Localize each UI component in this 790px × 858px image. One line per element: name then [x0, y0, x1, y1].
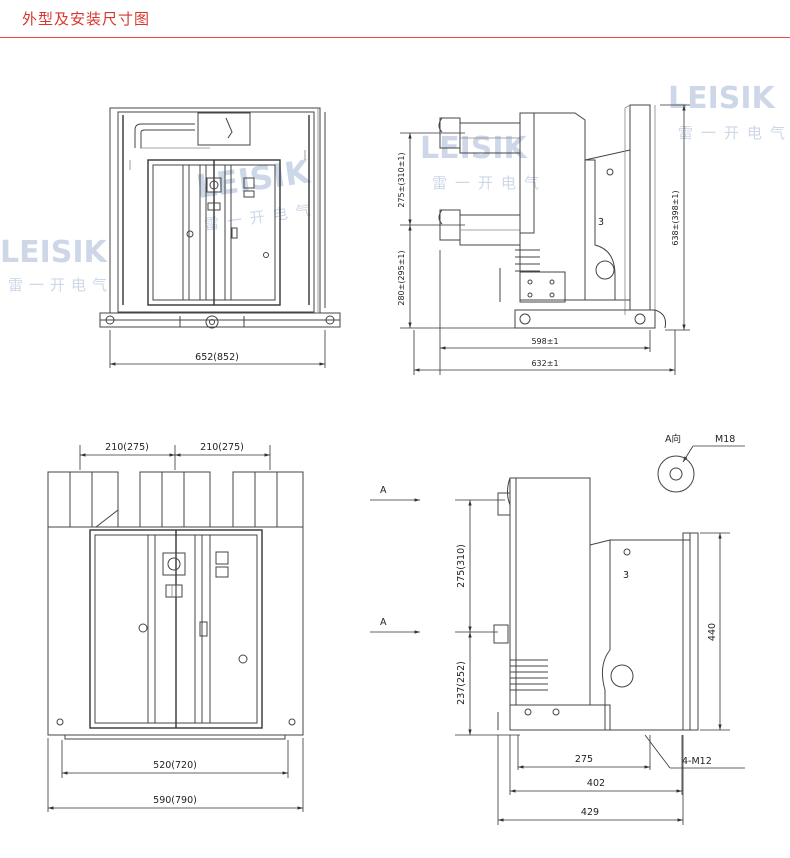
- side-bottom-depth-inner-label: 402: [587, 778, 605, 789]
- side-top-upper-label: 275±(310±1): [397, 152, 406, 207]
- watermark-chinese-center: 雷一开电气: [203, 200, 319, 234]
- watermark-logo-left: LEISIK: [0, 235, 109, 270]
- side-bottom-arrow-upper-label: A: [380, 485, 387, 496]
- side-bottom-mount-holes-label: 4-M12: [682, 756, 712, 767]
- front-view-top: 652(852): [99, 107, 341, 368]
- side-view-top: 275±(310±1) 280±(295±1) 3: [397, 104, 690, 375]
- front-bottom-mount-width-label: 520(720): [153, 760, 197, 771]
- view-a-detail: A向 M18: [657, 433, 745, 493]
- page-title: 外型及安装尺寸图: [22, 10, 151, 28]
- watermark-chinese-right: 雷一开电气: [678, 124, 790, 142]
- side-bottom-part-number: 3: [623, 570, 629, 581]
- front-bottom-overall-width-label: 590(790): [153, 795, 197, 806]
- side-top-depth-outer-label: 632±1: [531, 359, 558, 368]
- side-bottom-hole-spacing-label: 275: [575, 754, 593, 765]
- front-bottom-pitch-left-label: 210(275): [105, 442, 149, 453]
- view-a-label: A向: [665, 433, 681, 445]
- side-bottom-upper-label: 275(310): [456, 544, 467, 588]
- side-bottom-depth-outer-label: 429: [581, 807, 599, 818]
- watermark-chinese-left: 雷一开电气: [8, 276, 113, 294]
- side-top-height-label: 638±(398±1): [671, 190, 680, 245]
- view-a-thread-label: M18: [715, 434, 735, 445]
- front-bottom-pitch-right-label: 210(275): [200, 442, 244, 453]
- watermark-logo-side: LEISIK: [420, 131, 529, 166]
- side-top-part-number: 3: [598, 217, 604, 228]
- side-top-depth-inner-label: 598±1: [531, 337, 558, 346]
- front-view-bottom: 210(275) 210(275): [47, 442, 304, 812]
- side-top-lower-label: 280±(295±1): [397, 250, 406, 305]
- side-bottom-arrow-lower-label: A: [380, 617, 387, 628]
- watermark-chinese-side: 雷一开电气: [432, 174, 547, 192]
- side-view-bottom: A A 275(310) 237(252) 3: [370, 477, 745, 825]
- watermark-logo-right: LEISIK: [668, 81, 777, 116]
- front-top-width-label: 652(852): [195, 352, 239, 363]
- side-bottom-height-label: 440: [707, 623, 718, 641]
- side-bottom-lower-label: 237(252): [456, 661, 467, 705]
- title-divider: [0, 37, 790, 38]
